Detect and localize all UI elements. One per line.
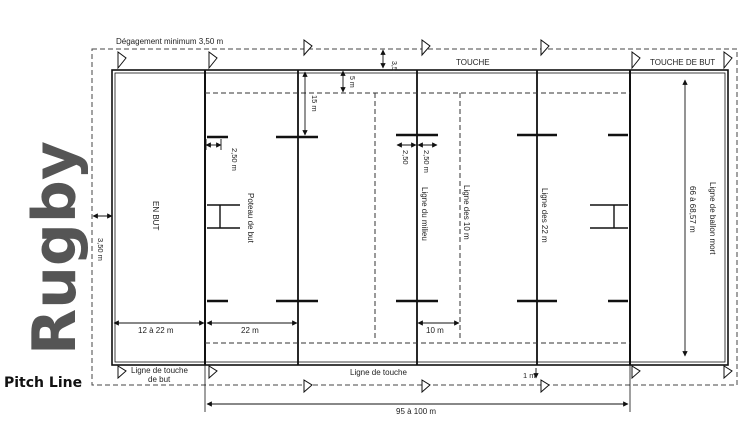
dimension-arrows [92,49,688,407]
halfway-label: Ligne du milieu [420,187,429,241]
dim-10-label: 10 m [426,326,444,335]
clearance-label: Dégagement minimum 3,50 m [116,37,223,46]
in-goal-depth-label: 12 à 22 m [138,326,174,335]
dead-ball-label: Ligne de ballon mort [708,182,717,255]
goal-post-right [590,204,628,229]
one-m-label: 1 m [523,371,536,380]
touch-goal-bottom-label-2: de but [148,375,171,384]
page-subtitle: Pitch Line [4,375,82,391]
two-fifty-left-label: 2,50 m [230,148,239,171]
five-m-label: 5 m [348,76,355,88]
clearance-top-label: 3,5 [390,61,397,71]
touch-bottom-label: Ligne de touche [350,368,407,377]
two-fifty-mid-a-label: 2,50 [401,150,410,165]
touch-goal-top-label: TOUCHE DE BUT [650,58,715,67]
length-dim-label: 95 à 100 m [396,407,436,416]
touch-goal-bottom-label-1: Ligne de touche [131,366,188,375]
page-title: Rugby [20,141,90,355]
in-goal-label: EN BUT [151,201,160,230]
touch-top-label: TOUCHE [456,58,490,67]
goal-post-left [207,204,240,229]
width-dim-label: 66 à 68,57 m [688,186,697,233]
line-22-label: Ligne des 22 m [540,188,549,243]
hash-marks [207,133,628,303]
goal-post-label: Poteau de but [246,193,255,244]
two-fifty-mid-b-label: 2,50 m [422,150,431,173]
corner-flags [117,39,733,394]
clearance-boundary [91,48,738,386]
dim-22-label: 22 m [241,326,259,335]
fifteen-m-label: 15 m [310,95,319,112]
extension-lines [204,365,631,412]
pitch-outline-inner [114,72,726,363]
side-clearance-label: 3,50 m [96,238,105,261]
ten-m-line-label: Ligne des 10 m [462,185,471,240]
